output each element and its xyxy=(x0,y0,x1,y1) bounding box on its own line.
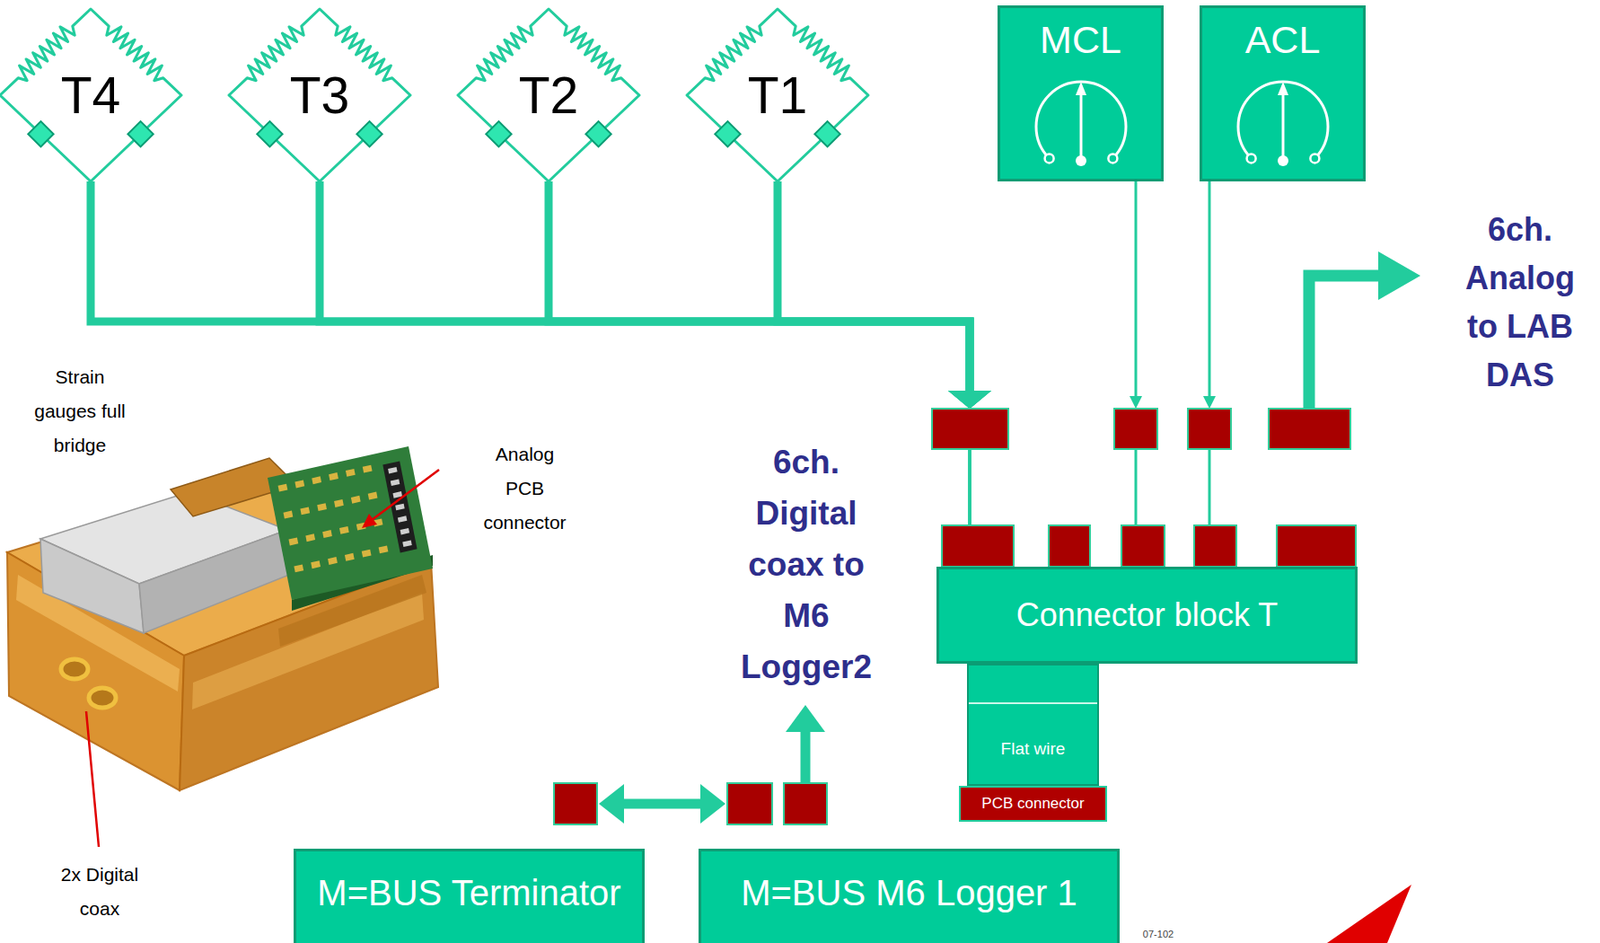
bus-module: M=BUS M6 Logger 1 xyxy=(698,848,1120,943)
part-label: 2x Digital coax xyxy=(54,857,145,926)
bridge-diamond: T3 xyxy=(228,8,411,182)
node-text: PCB connector xyxy=(981,794,1084,813)
node-text: MCL xyxy=(1039,17,1122,64)
page-number: 07-102 xyxy=(1122,927,1195,941)
node-text: T4 xyxy=(61,64,122,126)
node-text: M=BUS Terminator xyxy=(316,870,621,915)
connector-block: Connector block T xyxy=(936,566,1358,664)
output-arrow xyxy=(1309,251,1421,409)
pcb-connector: PCB connector xyxy=(958,785,1108,822)
output-note: 6ch. Analog to LAB DAS xyxy=(1457,205,1583,400)
bridge-diamond: T4 xyxy=(0,8,182,182)
node-text: Flat wire xyxy=(1001,738,1066,760)
output-note: 6ch. Digital coax to M6 Logger2 xyxy=(725,436,888,693)
bus-module: M=BUS Terminator xyxy=(293,848,645,943)
bridge-diamond: T1 xyxy=(686,8,869,182)
node-text: T3 xyxy=(290,64,351,126)
logger-device-photo xyxy=(7,446,439,791)
leader-line xyxy=(86,469,440,847)
bridge-diamond: T2 xyxy=(457,8,640,182)
node-text: T1 xyxy=(747,64,809,126)
signal-arrow xyxy=(1129,181,1143,567)
corner-arrow xyxy=(1327,884,1412,943)
digital-arrow xyxy=(598,704,826,824)
node-text: Connector block T xyxy=(1016,595,1278,634)
sensor-box: ACL xyxy=(1199,5,1366,182)
part-label: Analog PCB connector xyxy=(477,437,572,540)
signal-arrow xyxy=(1203,181,1216,567)
part-label: Strain gauges full bridge xyxy=(26,360,134,463)
node-text: ACL xyxy=(1245,17,1321,64)
flat-wire: Flat wire xyxy=(967,663,1099,786)
node-text: T2 xyxy=(518,64,580,126)
node-text: M=BUS M6 Logger 1 xyxy=(740,870,1078,915)
sensor-box: MCL xyxy=(997,5,1164,182)
